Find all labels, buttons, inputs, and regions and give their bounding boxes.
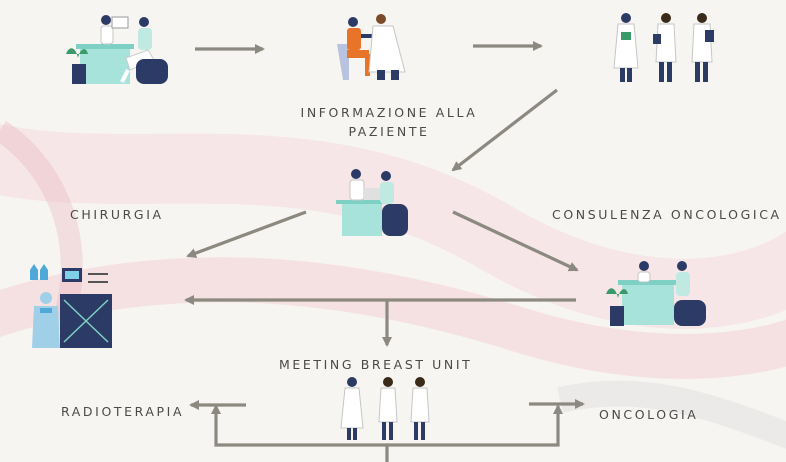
arrow-center-to-chirurgia: [186, 210, 307, 258]
arrow-team-to-center: [451, 88, 558, 172]
doctor-consultation-icon: [66, 15, 168, 84]
doctor-team-icon: [613, 13, 714, 82]
label-radioterapia: RADIOTERAPIA: [61, 404, 185, 419]
label-consulenza-oncologica: CONSULENZA ONCOLOGICA: [552, 207, 782, 222]
doctor-consultation-icon: [336, 169, 408, 236]
surgery-room-icon: [30, 264, 112, 348]
arrow-bottom-bracket-right: [387, 404, 563, 447]
arrow-bottom-bracket-left: [211, 404, 389, 462]
label-informazione: INFORMAZIONE ALLA PAZIENTE: [300, 103, 478, 141]
blood-pressure-exam-icon: [337, 14, 406, 80]
label-meeting-breast-unit: MEETING BREAST UNIT: [279, 357, 473, 372]
label-informazione-line2: PAZIENTE: [348, 124, 430, 139]
label-chirurgia: CHIRURGIA: [70, 207, 164, 222]
background-ribbon: [0, 120, 786, 449]
doctor-consultation-icon: [606, 261, 706, 326]
doctor-team-icon: [340, 377, 430, 440]
arrows: [184, 41, 585, 462]
label-informazione-line1: INFORMAZIONE ALLA: [300, 105, 478, 120]
label-oncologia: ONCOLOGIA: [599, 407, 699, 422]
arrow-center-to-consulenza: [452, 210, 579, 272]
